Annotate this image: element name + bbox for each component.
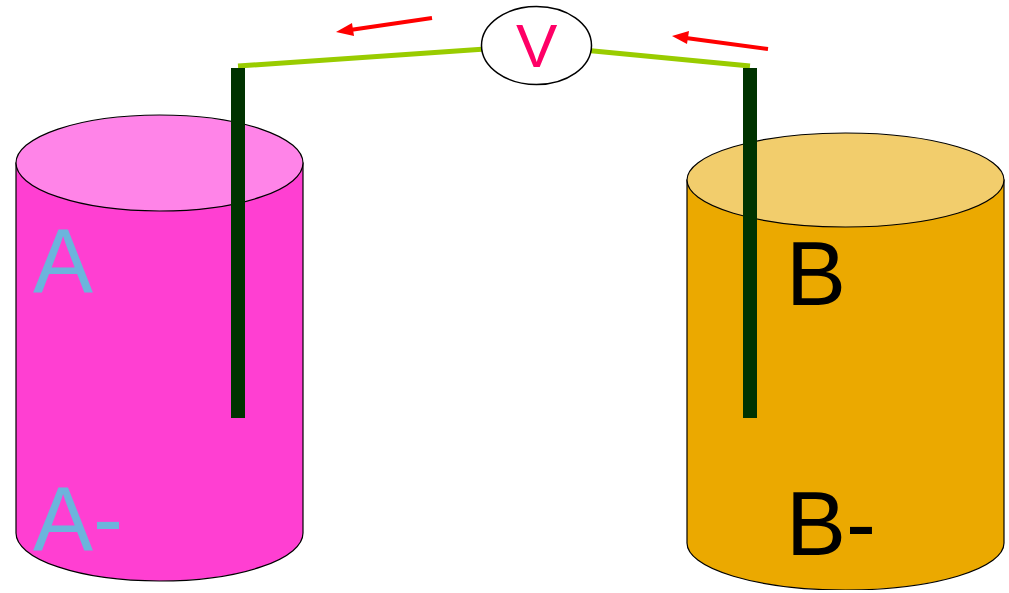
beaker-b: B B- [686, 66, 1006, 590]
electrode [743, 68, 757, 418]
species-label: B [786, 229, 846, 319]
ion-label: A- [33, 474, 123, 564]
voltmeter: V [480, 5, 593, 86]
electrode [231, 68, 245, 418]
beaker-a: A A- [15, 66, 304, 588]
ion-label: B- [786, 479, 876, 569]
wire [591, 51, 750, 66]
species-label: A [33, 216, 93, 306]
meter-symbol: V [516, 15, 557, 77]
wire [238, 49, 482, 66]
